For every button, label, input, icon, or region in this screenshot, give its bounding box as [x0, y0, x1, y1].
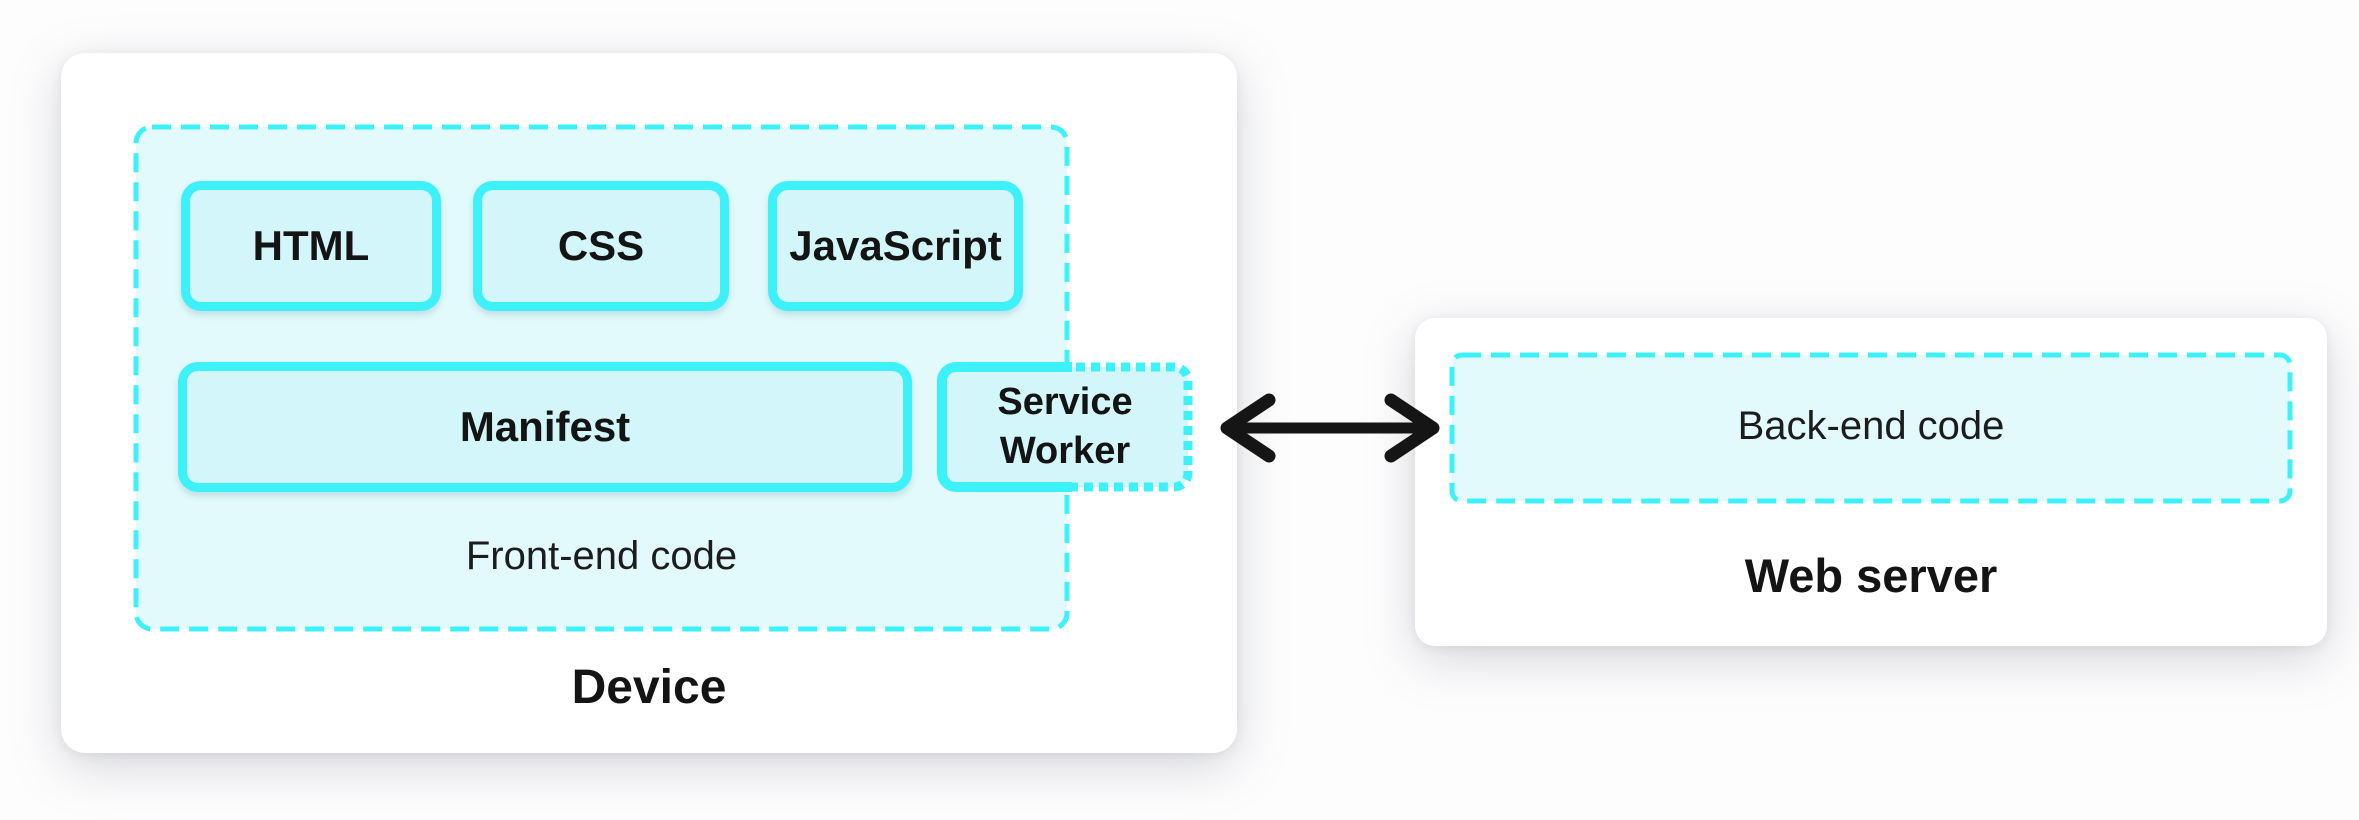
manifest-label: Manifest: [459, 402, 631, 450]
html-label: HTML: [252, 221, 370, 269]
service-worker-dotted-border: [1072, 362, 1193, 492]
css-box: CSS: [473, 181, 729, 311]
service-worker-solid-border: [937, 362, 1072, 492]
service-worker-label: Service Worker: [997, 380, 1133, 472]
back-end-container: [1449, 352, 2293, 504]
javascript-box: JavaScript: [768, 181, 1023, 311]
back-end-dashed-border: [1449, 352, 2293, 504]
web-server-title: Web server: [1744, 549, 1998, 602]
back-end-label: Back-end code: [1737, 404, 2005, 448]
service-worker-box: [937, 362, 1193, 492]
html-box: HTML: [181, 181, 441, 311]
css-label: CSS: [557, 221, 645, 269]
manifest-box: Manifest: [178, 362, 912, 492]
front-end-label: Front-end code: [465, 534, 738, 578]
javascript-label: JavaScript: [789, 221, 1002, 269]
double-arrow-icon: [1220, 393, 1440, 463]
device-title: Device: [571, 661, 727, 714]
